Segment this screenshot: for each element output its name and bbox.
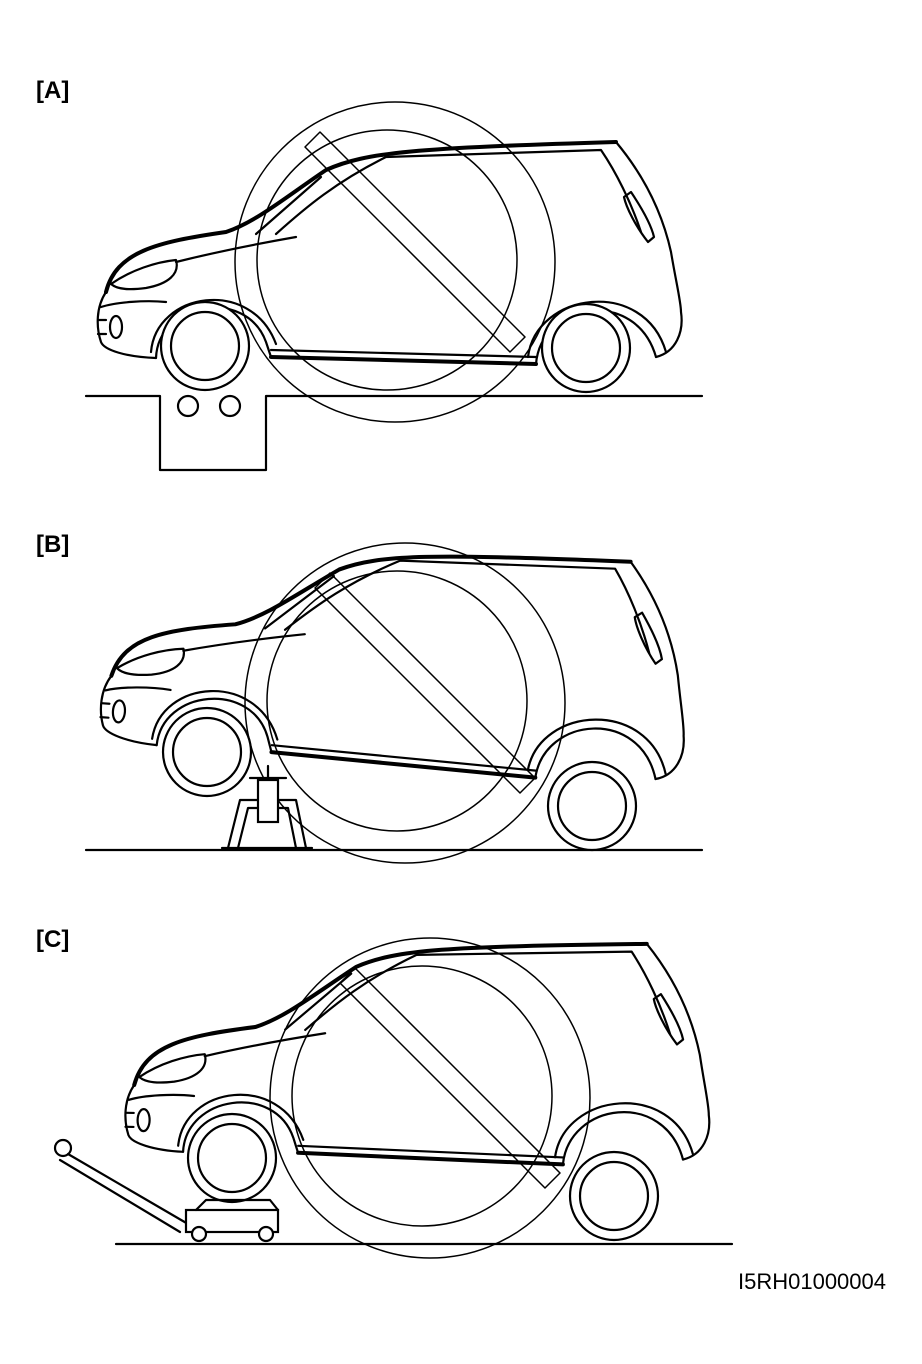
ground-line-a (84, 394, 704, 472)
panel-c: [C] (36, 926, 734, 1259)
prohibition-symbol-b (244, 542, 566, 864)
jack-stand (220, 764, 314, 850)
floor-jack (53, 1138, 280, 1243)
figure-code: I5RH01000004 (738, 1269, 886, 1294)
panel-label-b: [B] (36, 531, 69, 558)
prohibition-symbol-a (234, 101, 556, 423)
front-wheel-b (161, 706, 253, 798)
rear-wheel-c (568, 1150, 660, 1242)
front-wheel-a (159, 300, 251, 392)
lift-roller (176, 394, 200, 418)
panel-a: [A] (36, 77, 704, 472)
panel-label-a: [A] (36, 77, 69, 104)
front-wheel-c (186, 1112, 278, 1204)
lift-roller (218, 394, 242, 418)
panel-b: [B] (36, 523, 704, 864)
prohibition-symbol-c (269, 937, 591, 1259)
rear-wheel-b (546, 760, 638, 852)
rear-wheel-a (540, 302, 632, 394)
panel-label-c: [C] (36, 926, 69, 953)
